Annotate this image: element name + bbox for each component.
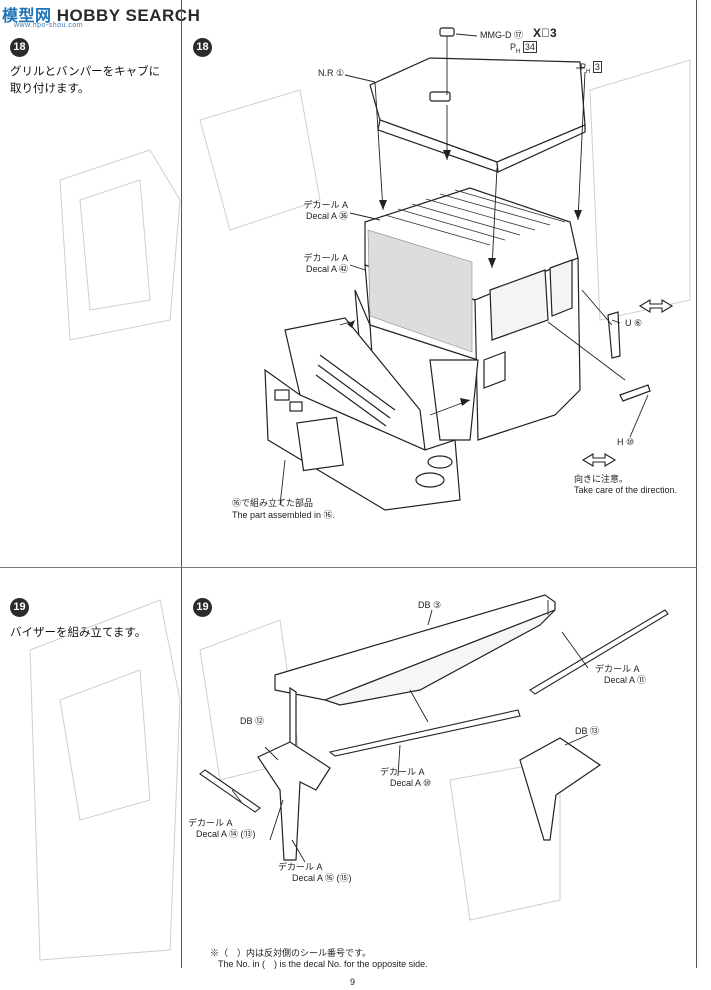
label-decal-47-en: Decal A ㊷: [305, 264, 348, 274]
visor-brackets: [257, 737, 602, 861]
label-decal-10-en: Decal A ⑩: [390, 778, 432, 788]
label-assembled-jp: ⑯で組み立てた部品: [232, 498, 314, 508]
roof-fairing: [369, 27, 586, 173]
diagram-18-badge: 18: [193, 38, 212, 57]
visor-body: [274, 594, 556, 753]
label-mmg-d: MMG-D ⑰: [480, 30, 523, 40]
arrowheads-18: [347, 150, 582, 406]
label-x3: X⃤3: [533, 26, 557, 40]
watermark-url: www.hpo-shou.com: [14, 22, 84, 29]
label-decal-11-en: Decal A ⑪: [604, 675, 647, 685]
label-direction-en: Take care of the direction.: [574, 485, 678, 495]
label-decal-56-en: Decal A ㊱: [305, 211, 348, 221]
roof-ribs: [384, 189, 566, 246]
label-direction-jp: 向きに注意。: [574, 474, 629, 484]
label-db12: DB ⑫: [240, 716, 265, 726]
mirror-part-u6: [607, 311, 621, 359]
watermark-brand-cn: 模型网: [2, 8, 52, 25]
assembly-arrows-19: [231, 600, 589, 863]
label-decal-10-jp: デカール A: [380, 767, 425, 777]
label-db3: DB ③: [418, 600, 442, 610]
label-decal-16-jp: デカール A: [278, 862, 323, 872]
label-decal-56-jp: デカール A: [303, 200, 348, 210]
footnote-en: The No. in ( ) is the decal No. for the …: [218, 959, 428, 969]
label-db13: DB ⑬: [575, 726, 600, 736]
label-decal-14-en: Decal A ⑭ (⑬): [196, 829, 256, 839]
label-h10: H ⑩: [617, 437, 635, 447]
label-assembled-en: The part assembled in ⑯.: [232, 510, 336, 520]
label-decal-47-jp: デカール A: [303, 253, 348, 263]
step-divider: [0, 567, 697, 568]
right-border: [696, 0, 697, 968]
label-decal-11-jp: デカール A: [595, 664, 640, 674]
label-nr: N.R ①: [318, 68, 345, 78]
column-divider: [181, 0, 182, 968]
label-decal-14-jp: デカール A: [188, 818, 233, 828]
grille-bumper: [264, 317, 461, 511]
label-u6: U ⑥: [625, 318, 643, 328]
step-19-badge: 19: [10, 598, 29, 617]
direction-arrows: [581, 299, 674, 467]
label-decal-16-en: Decal A ⑯ (⑮): [292, 873, 352, 883]
label-ph3: PH 3: [580, 61, 602, 75]
watermark-brand-en: HOBBY SEARCH: [56, 6, 201, 25]
page-number: 9: [350, 977, 356, 987]
step-18-badge: 18: [10, 38, 29, 57]
faded-background-drawing: [29, 59, 691, 961]
label-ph34: PH 34: [510, 41, 537, 55]
watermark-logo: 模型网 HOBBY SEARCH www.hpo-shou.com: [2, 2, 201, 29]
step-18-instruction: グリルとバンパーをキャブに取り付けます。: [10, 64, 161, 95]
visor-part-h10: [619, 384, 651, 402]
visor-decals: [199, 609, 669, 813]
windshield-mesh: [367, 229, 473, 353]
footnote-jp: ※（ ）内は反対側のシール番号です。: [210, 948, 372, 958]
diagram-19-badge: 19: [193, 598, 212, 617]
